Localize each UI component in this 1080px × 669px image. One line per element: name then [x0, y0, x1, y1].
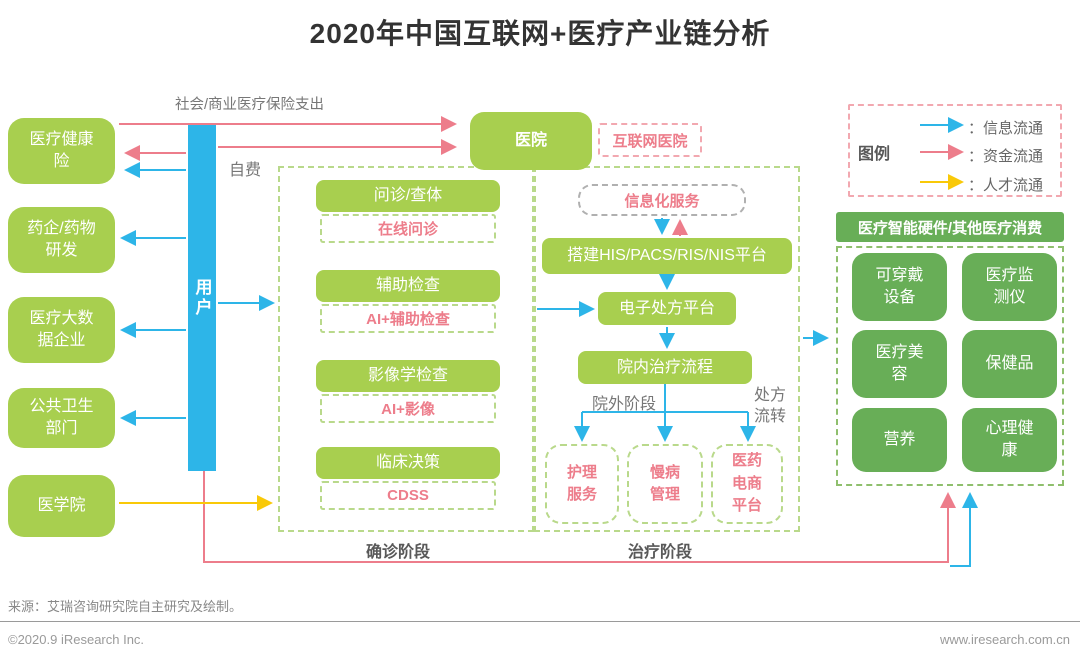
box-chronic-management: 慢病管理 [627, 444, 703, 524]
box-his-platform: 搭建HIS/PACS/RIS/NIS平台 [542, 238, 792, 274]
step-ai-auxiliary-exam: AI+辅助检查 [320, 304, 496, 333]
hw-health-products: 保健品 [962, 330, 1057, 398]
footer-divider [0, 621, 1080, 622]
hw-wearable-devices: 可穿戴设备 [852, 253, 947, 321]
talent-flow-arrows [119, 174, 964, 511]
money-flow-arrows [119, 116, 964, 563]
box-medical-bigdata: 医疗大数据企业 [8, 297, 115, 363]
user-bar: 用户 [188, 125, 216, 471]
box-eprescription-platform: 电子处方平台 [598, 292, 736, 325]
step-cdss: CDSS [320, 481, 496, 510]
step-auxiliary-exam: 辅助检查 [316, 270, 500, 302]
treatment-section-label: 治疗阶段 [627, 544, 692, 561]
page-title: 2020年中国互联网+医疗产业链分析 [309, 18, 771, 49]
legend-item-info: ：信息流通 [968, 120, 1044, 137]
hw-mental-health: 心理健康 [962, 408, 1057, 472]
source-note: 来源：艾瑞咨询研究院自主研究及绘制。 [8, 599, 243, 614]
box-pharma-ecommerce: 医药电商平台 [711, 444, 783, 524]
legend-box [848, 104, 1062, 197]
step-imaging-exam: 影像学检查 [316, 360, 500, 392]
diagnosis-section-label: 确诊阶段 [365, 544, 430, 561]
website-text: www.iresearch.com.cn [939, 632, 1070, 647]
box-nursing-service: 护理服务 [545, 444, 619, 524]
diagnosis-section-border [278, 166, 534, 532]
step-online-consultation: 在线问诊 [320, 214, 496, 243]
hw-nutrition: 营养 [852, 408, 947, 472]
arrow-bottom-to-hardware-info [950, 492, 978, 567]
box-medical-school: 医学院 [8, 475, 115, 537]
step-clinical-decision: 临床决策 [316, 447, 500, 479]
prescription-transfer-label: 处方流转 [754, 387, 787, 425]
hardware-panel-border [836, 246, 1064, 486]
legend-item-money: ：资金流通 [968, 148, 1044, 165]
legend-item-talent: ：人才流通 [968, 177, 1044, 194]
hw-medical-monitor: 医疗监测仪 [962, 253, 1057, 321]
box-pharma-rnd: 药企/药物研发 [8, 207, 115, 273]
step-ai-imaging: AI+影像 [320, 394, 496, 423]
box-internet-hospital: 互联网医院 [598, 123, 702, 157]
hardware-panel-header: 医疗智能硬件/其他医疗消费 [836, 212, 1064, 242]
info-flow-arrows [120, 117, 978, 567]
box-health-insurance: 医疗健康险 [8, 118, 115, 184]
hw-medical-beauty: 医疗美容 [852, 330, 947, 398]
box-in-hospital-flow: 院内治疗流程 [578, 351, 752, 384]
legend-title: 图例 [858, 146, 891, 163]
box-info-service: 信息化服务 [578, 184, 746, 216]
out-hospital-label: 院外阶段 [592, 396, 657, 413]
self-pay-label: 自费 [229, 162, 262, 179]
box-public-health: 公共卫生部门 [8, 388, 115, 448]
arrow-user-to-hardware-money [203, 471, 956, 563]
step-consultation: 问诊/查体 [316, 180, 500, 212]
copyright-text: ©2020.9 iResearch Inc. [8, 632, 145, 647]
treatment-section-border [534, 166, 800, 532]
box-hospital: 医院 [470, 112, 592, 170]
insurance-spend-label: 社会/商业医疗保险支出 [175, 97, 325, 113]
